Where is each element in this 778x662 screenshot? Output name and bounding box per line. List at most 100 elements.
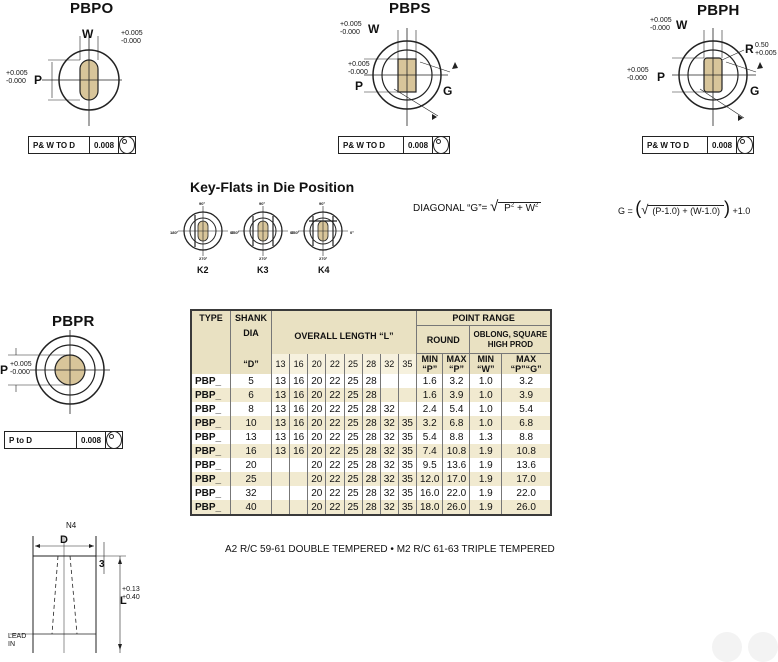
cell-length: 32 — [379, 416, 399, 430]
shank-section-drawing — [10, 536, 126, 653]
cell-oblong-min: 1.0 — [469, 374, 502, 388]
cell-type: PBP_ — [191, 458, 231, 472]
pbph-title: PBPH — [697, 2, 740, 19]
cell-shank-dia: 32 — [230, 486, 272, 500]
cell-length: 35 — [397, 458, 417, 472]
keyflats-title: Key-Flats in Die Position — [190, 179, 355, 195]
cell-length: 28 — [361, 374, 381, 388]
cell-oblong-max: 26.0 — [501, 500, 552, 515]
header-type-blank-3 — [191, 353, 231, 374]
shank-l-label: L — [120, 595, 127, 607]
cell-oblong-max: 6.8 — [501, 416, 552, 430]
cell-length: 20 — [307, 416, 326, 430]
cell-length — [289, 458, 308, 472]
pbps-w-tol: +0.005-0.000 — [340, 21, 362, 36]
keyflat-k2-angles: 90° 180° 0° 270° 90° 180° 0° 270° 90° 18… — [170, 201, 354, 261]
cell-type: PBP_ — [191, 416, 231, 430]
cell-shank-dia: 16 — [230, 444, 272, 458]
cell-length: 32 — [379, 402, 399, 416]
cell-length: 28 — [361, 472, 381, 486]
pbps-title: PBPS — [389, 0, 431, 17]
cell-shank-dia: 5 — [230, 374, 272, 388]
cell-type: PBP_ — [191, 486, 231, 500]
cell-length: 13 — [270, 388, 290, 402]
keyflat-k2 — [178, 206, 228, 256]
length-col: 13 — [270, 353, 290, 374]
cell-length: 32 — [379, 486, 399, 500]
cell-length — [289, 472, 308, 486]
cell-length: 32 — [379, 458, 399, 472]
pbph-p-label: P — [657, 70, 666, 84]
cell-length: 32 — [379, 500, 399, 515]
cell-round-max: 8.8 — [442, 430, 470, 444]
cell-oblong-min: 1.3 — [469, 430, 502, 444]
length-col: 32 — [379, 353, 399, 374]
cell-length: 16 — [289, 444, 308, 458]
shank-l-tol: +0.13+0.40 — [122, 586, 140, 601]
cell-oblong-max: 13.6 — [501, 458, 552, 472]
cell-length: 13 — [270, 374, 290, 388]
cell-length — [397, 374, 417, 388]
header-round-min: MIN“P” — [415, 353, 443, 374]
material-caption: A2 R/C 59-61 DOUBLE TEMPERED • M2 R/C 61… — [225, 544, 555, 555]
concentricity-icon — [433, 136, 450, 154]
cell-length — [379, 374, 399, 388]
spec-table: TYPE SHANK OVERALL LENGTH “L” POINT RANG… — [190, 309, 553, 516]
pbph-g-label: G — [750, 84, 760, 98]
cell-length: 13 — [270, 402, 290, 416]
keyflat-k3 — [238, 206, 288, 256]
cell-round-min: 1.6 — [415, 388, 443, 402]
cell-length: 20 — [307, 486, 326, 500]
cell-round-min: 9.5 — [415, 458, 443, 472]
cell-shank-dia: 13 — [230, 430, 272, 444]
cell-length: 28 — [361, 416, 381, 430]
cell-length: 28 — [361, 388, 381, 402]
cell-length: 32 — [379, 444, 399, 458]
pbph-r-label: R — [745, 42, 754, 56]
cell-length: 28 — [361, 430, 381, 444]
cell-round-min: 12.0 — [415, 472, 443, 486]
cell-shank-dia: 8 — [230, 402, 272, 416]
cell-round-min: 5.4 — [415, 430, 443, 444]
pbpr-title: PBPR — [52, 313, 95, 330]
cell-type: PBP_ — [191, 402, 231, 416]
cell-round-max: 22.0 — [442, 486, 470, 500]
pbpo-w-tol: +0.005-0.000 — [121, 30, 143, 45]
header-round: ROUND — [415, 325, 470, 354]
cell-length: 28 — [361, 486, 381, 500]
shank-3-label: 3 — [99, 559, 105, 570]
cell-length: 20 — [307, 458, 326, 472]
cell-length — [289, 486, 308, 500]
pbpo-w-label: W — [82, 27, 94, 41]
cell-oblong-max: 8.8 — [501, 430, 552, 444]
cell-length: 13 — [270, 416, 290, 430]
cell-round-max: 6.8 — [442, 416, 470, 430]
cell-length: 25 — [343, 486, 363, 500]
cell-length: 22 — [325, 500, 344, 515]
cell-shank-dia: 6 — [230, 388, 272, 402]
cell-round-max: 5.4 — [442, 402, 470, 416]
pbph-w-label: W — [676, 18, 688, 32]
cell-type: PBP_ — [191, 388, 231, 402]
header-oblong-min: MIN“W” — [469, 353, 502, 374]
pbpr-feature-control-frame: P to D 0.008 — [4, 431, 124, 449]
cell-length: 22 — [325, 416, 344, 430]
length-col: 28 — [361, 353, 381, 374]
cell-oblong-min: 1.9 — [469, 500, 502, 515]
length-col: 35 — [397, 353, 417, 374]
cell-length: 22 — [325, 472, 344, 486]
cell-type: PBP_ — [191, 430, 231, 444]
header-type-blank-2 — [191, 339, 231, 354]
keyflat-k3-label: K3 — [257, 265, 269, 275]
cell-oblong-min: 1.0 — [469, 402, 502, 416]
cell-length: 35 — [397, 486, 417, 500]
cell-oblong-min: 1.0 — [469, 388, 502, 402]
decorative-circle — [712, 632, 742, 662]
cell-shank-dia: 20 — [230, 458, 272, 472]
pbph-p-tol: +0.005-0.000 — [627, 67, 649, 82]
